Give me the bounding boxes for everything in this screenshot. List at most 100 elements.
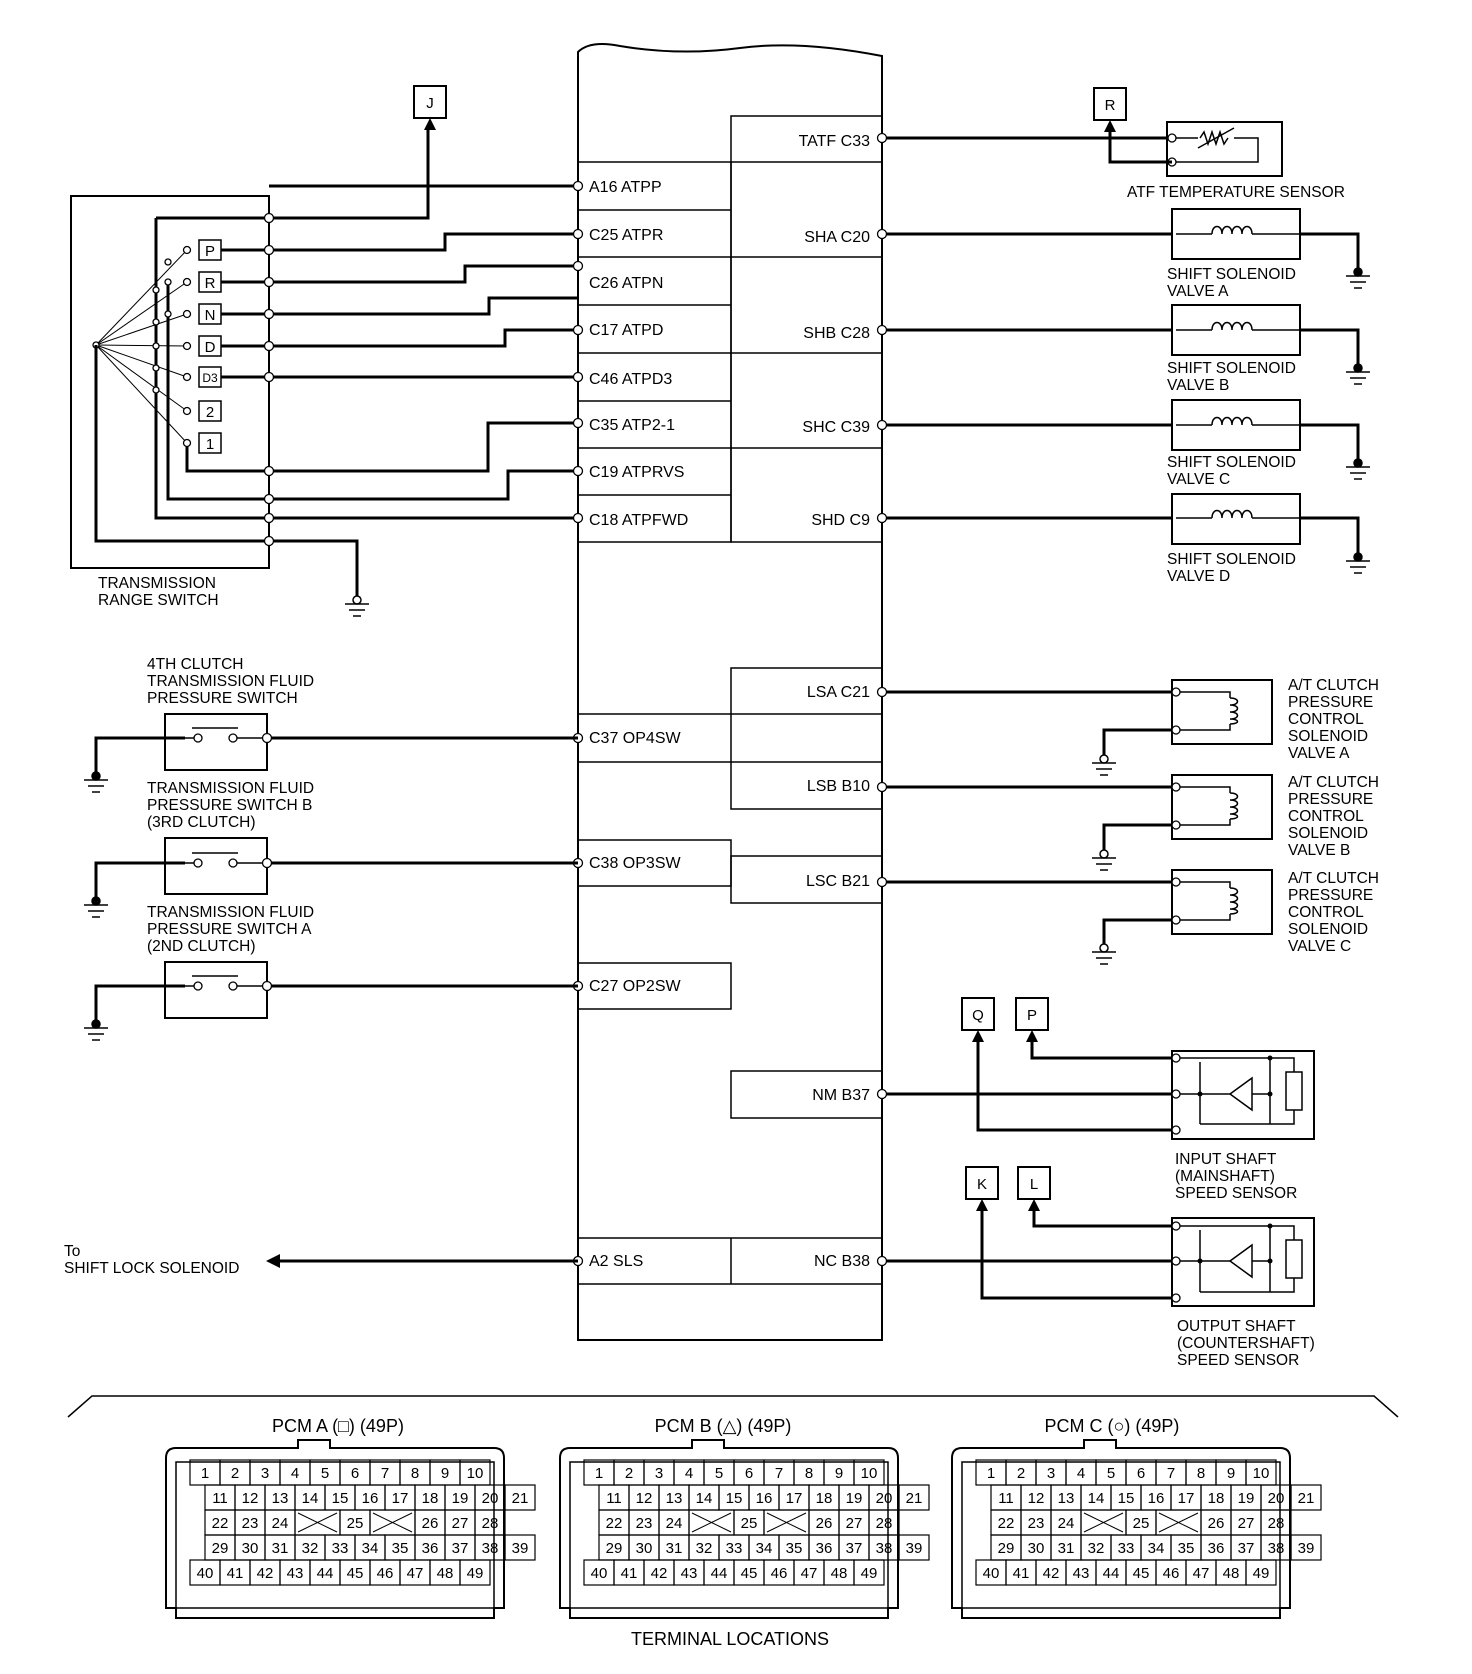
range-switch-label-1: TRANSMISSION	[98, 575, 216, 592]
pressure-switch-b	[94, 837, 578, 897]
pin-b21: LSC B21	[806, 873, 870, 890]
terminal-number: 49	[1253, 1565, 1270, 1582]
terminal-cell	[1245, 1559, 1277, 1586]
terminal-number: 19	[846, 1490, 863, 1507]
output-sensor-label-1: OUTPUT SHAFT	[1177, 1318, 1296, 1335]
terminal-number: 16	[1148, 1490, 1165, 1507]
pin-c9: SHD C9	[811, 512, 870, 529]
lsb-label-3: CONTROL	[1288, 808, 1364, 825]
terminal-cell	[898, 1534, 930, 1561]
pcm-a-title: PCM A (□) (49P)	[272, 1416, 404, 1436]
ref-l-text: L	[1030, 1176, 1038, 1193]
lsc-solenoid	[882, 869, 1273, 944]
terminal-number: 3	[1047, 1465, 1055, 1482]
lsb-solenoid	[882, 774, 1273, 850]
terminal-number: 31	[666, 1540, 683, 1557]
terminal-number: 40	[591, 1565, 608, 1582]
terminal-number: 29	[998, 1540, 1015, 1557]
terminal-number: 11	[998, 1490, 1014, 1507]
lsb-label-4: SOLENOID	[1288, 825, 1368, 842]
lsa-label-3: CONTROL	[1288, 711, 1364, 728]
terminal-number: 18	[1208, 1490, 1225, 1507]
terminal-number: 32	[696, 1540, 713, 1557]
terminal-number: 27	[452, 1515, 469, 1532]
terminal-number: 30	[1028, 1540, 1045, 1557]
terminal-number: 2	[625, 1465, 633, 1482]
terminal-number: 17	[392, 1490, 409, 1507]
input-sensor-label-2: (MAINSHAFT)	[1175, 1168, 1275, 1185]
ground-icon	[1346, 552, 1370, 574]
terminal-number: 36	[422, 1540, 439, 1557]
terminal-number: 23	[242, 1515, 259, 1532]
terminal-number: 14	[302, 1490, 319, 1507]
terminal-number: 5	[1107, 1465, 1115, 1482]
ps4-label-3: PRESSURE SWITCH	[147, 690, 298, 707]
lsc-label-4: SOLENOID	[1288, 921, 1368, 938]
terminal-number: 48	[1223, 1565, 1240, 1582]
pin-b10: LSB B10	[807, 778, 870, 795]
pin-c38: C38 OP3SW	[589, 855, 681, 872]
pin-b37: NM B37	[812, 1087, 870, 1104]
terminal-number: 26	[1208, 1515, 1225, 1532]
psb-label-1: TRANSMISSION FLUID	[147, 780, 314, 797]
terminal-number: 24	[666, 1515, 683, 1532]
input-shaft-speed-sensor	[882, 1040, 1315, 1140]
terminal-number: 14	[696, 1490, 713, 1507]
terminal-number: 32	[1088, 1540, 1105, 1557]
sol-b-label-1: SHIFT SOLENOID	[1167, 360, 1296, 377]
terminal-number: 30	[636, 1540, 653, 1557]
terminal-number: 29	[606, 1540, 623, 1557]
terminal-number: 16	[362, 1490, 379, 1507]
pin-c18: C18 ATPFWD	[589, 512, 688, 529]
terminal-number: 40	[983, 1565, 1000, 1582]
blank-cell-mark	[1158, 1512, 1199, 1533]
terminal-number: 6	[351, 1465, 359, 1482]
psa-label-1: TRANSMISSION FLUID	[147, 904, 314, 921]
terminal-number: 4	[291, 1465, 299, 1482]
terminal-number: 15	[1118, 1490, 1135, 1507]
terminal-number: 25	[347, 1515, 364, 1532]
connector-ref-r: R	[1093, 87, 1127, 132]
terminal-number: 4	[685, 1465, 693, 1482]
terminal-number: 5	[715, 1465, 723, 1482]
terminal-number: 34	[1148, 1540, 1165, 1557]
terminal-number: 42	[1043, 1565, 1060, 1582]
terminal-number: 6	[1137, 1465, 1145, 1482]
terminal-number: 27	[1238, 1515, 1255, 1532]
terminal-number: 37	[1238, 1540, 1255, 1557]
ground-icon	[1346, 267, 1370, 289]
ground-icon	[1092, 754, 1116, 776]
terminal-number: 32	[302, 1540, 319, 1557]
terminal-number: 12	[1028, 1490, 1045, 1507]
terminal-number: 15	[726, 1490, 743, 1507]
input-sensor-label-1: INPUT SHAFT	[1175, 1151, 1277, 1168]
terminal-number: 21	[512, 1490, 529, 1507]
lsa-label-1: A/T CLUTCH	[1288, 677, 1379, 694]
pin-a2: A2 SLS	[589, 1253, 643, 1270]
terminal-number: 3	[261, 1465, 269, 1482]
terminal-number: 47	[407, 1565, 424, 1582]
terminal-number: 18	[422, 1490, 439, 1507]
terminal-number: 42	[257, 1565, 274, 1582]
pressure-switch-4th	[94, 713, 578, 772]
terminal-number: 15	[332, 1490, 349, 1507]
connector-housing	[559, 1439, 899, 1619]
terminal-cell	[1290, 1484, 1322, 1511]
terminal-number: 2	[1017, 1465, 1025, 1482]
terminal-number: 44	[317, 1565, 334, 1582]
terminal-number: 47	[1193, 1565, 1210, 1582]
terminal-cell	[504, 1484, 536, 1511]
terminal-number: 2	[231, 1465, 239, 1482]
terminal-number: 30	[242, 1540, 259, 1557]
terminal-number: 39	[1298, 1540, 1315, 1557]
sol-b-label-2: VALVE B	[1167, 377, 1229, 394]
lsa-solenoid	[882, 679, 1273, 755]
sol-d-label-1: SHIFT SOLENOID	[1167, 551, 1296, 568]
pin-c33: TATF C33	[799, 133, 871, 150]
terminal-number: 10	[467, 1465, 484, 1482]
terminal-number: 17	[786, 1490, 803, 1507]
terminal-number: 22	[998, 1515, 1015, 1532]
psa-label-2: PRESSURE SWITCH A	[147, 921, 312, 938]
